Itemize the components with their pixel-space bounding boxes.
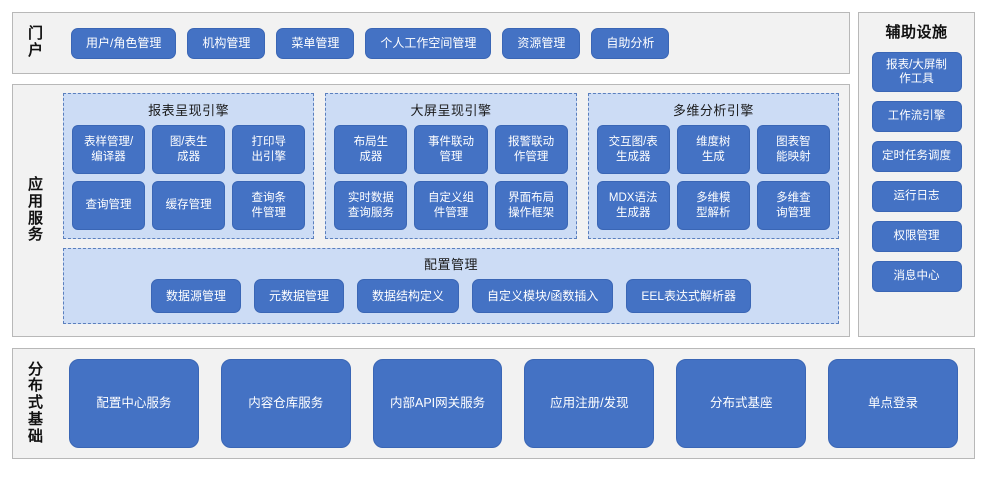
config-button[interactable]: 元数据管理 [253,279,344,313]
aux-button[interactable]: 定时任务调度 [871,141,962,172]
engine-button[interactable]: 查询管理 [72,181,146,230]
engine-button[interactable]: MDX语法 生成器 [596,181,670,230]
engine-button[interactable]: 打印导 出引擎 [232,125,306,174]
engine-button[interactable]: 缓存管理 [152,181,226,230]
engine-button[interactable]: 报警联动 作管理 [494,125,568,174]
aux-section-label: 辅助设施 [885,24,948,41]
config-button[interactable]: 自定义模块/函数插入 [472,279,614,313]
aux-button[interactable]: 工作流引擎 [871,101,962,132]
distributed-base-section: 分布式基础 配置中心服务内容仓库服务内部API网关服务应用注册/发现分布式基座单… [12,348,975,459]
aux-section: 辅助设施 报表/大屏制 作工具工作流引擎定时任务调度运行日志权限管理消息中心 [858,12,975,337]
distributed-base-button[interactable]: 内容仓库服务 [220,359,351,448]
config-button[interactable]: 数据源管理 [150,279,241,313]
engine-button[interactable]: 图/表生 成器 [152,125,226,174]
engine-button[interactable]: 事件联动 管理 [414,125,488,174]
engine-button[interactable]: 维度树 生成 [676,125,750,174]
aux-button[interactable]: 报表/大屏制 作工具 [871,52,962,92]
engine-group: 大屏呈现引擎布局生 成器事件联动 管理报警联动 作管理实时数据 查询服务自定义组… [325,93,577,239]
engine-group-title: 多维分析引擎 [672,103,754,118]
engine-button[interactable]: 查询条 件管理 [232,181,306,230]
distributed-base-button[interactable]: 应用注册/发现 [524,359,655,448]
distributed-base-button[interactable]: 单点登录 [828,359,958,448]
config-management-group: 配置管理 数据源管理元数据管理数据结构定义自定义模块/函数插入 EEL表达式解析器 [63,248,839,324]
engine-button-grid: 交互图/表 生成器维度树 生成图表智 能映射 MDX语法 生成器多维模 型解析多维… [596,125,830,230]
engine-group-title: 报表呈现引擎 [148,103,230,118]
engine-button-grid: 布局生 成器事件联动 管理报警联动 作管理实时数据 查询服务自定义组 件管理界面… [334,125,568,230]
engine-button[interactable]: 多维查 询管理 [756,181,830,230]
config-button[interactable]: 数据结构定义 [356,279,459,313]
distributed-base-section-label: 分布式基础 [13,349,59,458]
engine-button[interactable]: 自定义组 件管理 [414,181,488,230]
portal-button[interactable]: 用户/角色管理 [71,27,177,59]
engine-group-title: 大屏呈现引擎 [410,103,492,118]
aux-button[interactable]: 运行日志 [871,181,962,212]
portal-button[interactable]: 资源管理 [502,27,581,59]
engine-group: 多维分析引擎交互图/表 生成器维度树 生成图表智 能映射 MDX语法 生成器多维模… [587,93,839,239]
engine-button-grid: 表样管理/ 编译器图/表生 成器打印导 出引擎查询管理缓存管理查询条 件管理 [72,125,306,230]
engine-button[interactable]: 布局生 成器 [334,125,408,174]
engine-button[interactable]: 图表智 能映射 [756,125,830,174]
engine-button[interactable]: 实时数据 查询服务 [334,181,408,230]
distributed-base-button[interactable]: 配置中心服务 [69,359,199,448]
application-service-section: 应用服务 报表呈现引擎表样管理/ 编译器图/表生 成器打印导 出引擎查询管理缓存… [12,84,850,337]
application-service-content: 报表呈现引擎表样管理/ 编译器图/表生 成器打印导 出引擎查询管理缓存管理查询条… [63,93,839,328]
config-management-title: 配置管理 [423,257,478,272]
engine-button[interactable]: 界面布局 操作框架 [494,181,568,230]
distributed-base-button[interactable]: 分布式基座 [676,359,807,448]
portal-section-label-text: 门户 [27,25,44,59]
engine-group: 报表呈现引擎表样管理/ 编译器图/表生 成器打印导 出引擎查询管理缓存管理查询条… [63,93,315,239]
portal-button[interactable]: 菜单管理 [276,27,355,59]
distributed-base-button-row: 配置中心服务内容仓库服务内部API网关服务应用注册/发现分布式基座单点登录 [65,349,962,458]
application-service-section-label-text: 应用服务 [27,175,44,244]
portal-section-label: 门户 [13,13,59,73]
aux-button[interactable]: 权限管理 [871,221,962,252]
distributed-base-button[interactable]: 内部API网关服务 [372,359,503,448]
config-button[interactable]: EEL表达式解析器 [626,279,752,313]
distributed-base-section-label-text: 分布式基础 [27,360,44,445]
portal-section: 门户 用户/角色管理机构管理菜单管理个人工作空间管理资源管理自助分析 [12,12,850,74]
application-service-section-label: 应用服务 [13,85,59,336]
aux-button-list: 报表/大屏制 作工具工作流引擎定时任务调度运行日志权限管理消息中心 [859,52,974,292]
engine-group-row: 报表呈现引擎表样管理/ 编译器图/表生 成器打印导 出引擎查询管理缓存管理查询条… [63,93,839,239]
portal-button[interactable]: 个人工作空间管理 [365,27,492,59]
engine-button[interactable]: 多维模 型解析 [676,181,750,230]
portal-button[interactable]: 自助分析 [591,27,670,59]
portal-button-row: 用户/角色管理机构管理菜单管理个人工作空间管理资源管理自助分析 [65,13,841,73]
engine-button[interactable]: 交互图/表 生成器 [596,125,670,174]
config-management-button-row: 数据源管理元数据管理数据结构定义自定义模块/函数插入 EEL表达式解析器 [74,279,828,313]
aux-button[interactable]: 消息中心 [871,261,962,292]
engine-button[interactable]: 表样管理/ 编译器 [72,125,146,174]
portal-button[interactable]: 机构管理 [187,27,266,59]
